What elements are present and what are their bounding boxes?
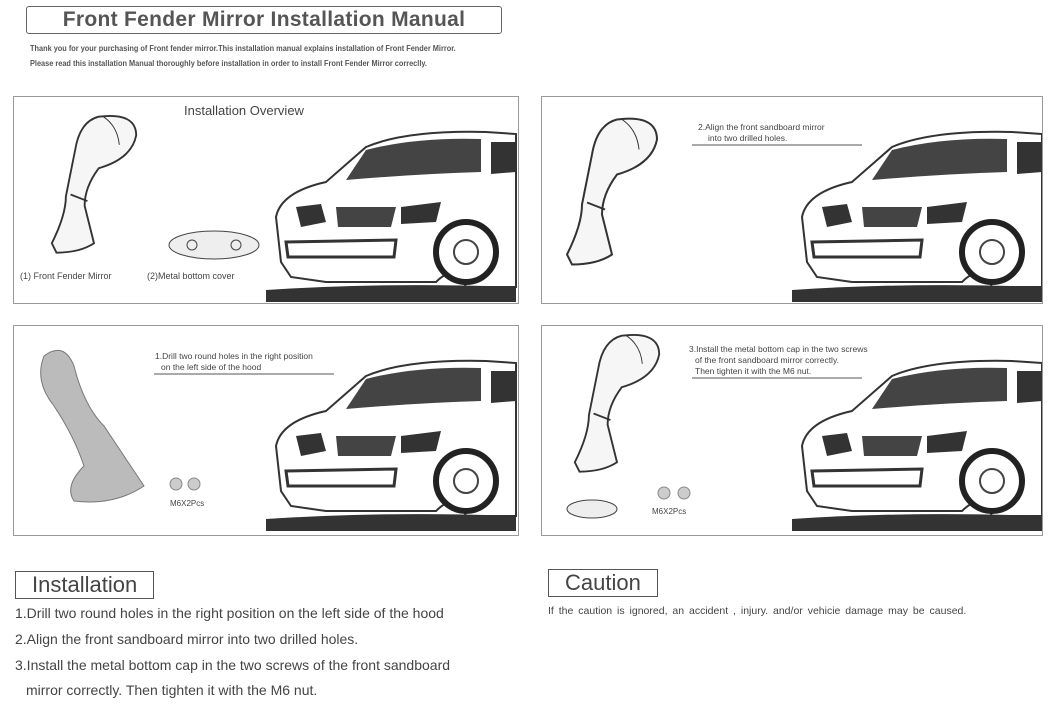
step-1-caption: 1.Drill two round holes in the right pos… (155, 351, 313, 372)
label-front-fender-mirror: (1) Front Fender Mirror (20, 271, 112, 281)
nuts-label: M6X2Pcs (652, 507, 687, 516)
panel-step-3: 3.Install the metal bottom cap in the tw… (541, 325, 1043, 536)
caution-text: If the caution is ignored, an accident ,… (548, 605, 967, 617)
installation-step-2: 2.Align the front sandboard mirror into … (15, 631, 359, 647)
panel-step-1: 1.Drill two round holes in the right pos… (13, 325, 519, 536)
nuts-label: M6X2Pcs (170, 499, 205, 508)
step-3-caption: 3.Install the metal bottom cap in the tw… (689, 344, 868, 376)
installation-step-3-cont: mirror correctly. Then tighten it with t… (26, 682, 318, 698)
intro-line-2: Please read this installation Manual tho… (30, 59, 427, 68)
intro-line-1: Thank you for your purchasing of Front f… (30, 44, 456, 53)
manual-title: Front Fender Mirror Installation Manual (26, 6, 502, 34)
label-metal-bottom-cover: (2)Metal bottom cover (147, 271, 235, 281)
installation-step-3: 3.Install the metal bottom cap in the tw… (15, 657, 451, 673)
installation-step-1: 1.Drill two round holes in the right pos… (15, 605, 444, 621)
caution-heading: Caution (548, 569, 658, 597)
overview-title: Installation Overview (184, 103, 304, 118)
panel-overview: Installation Overview (1) Front Fender M… (13, 96, 519, 304)
installation-heading: Installation (15, 571, 155, 599)
